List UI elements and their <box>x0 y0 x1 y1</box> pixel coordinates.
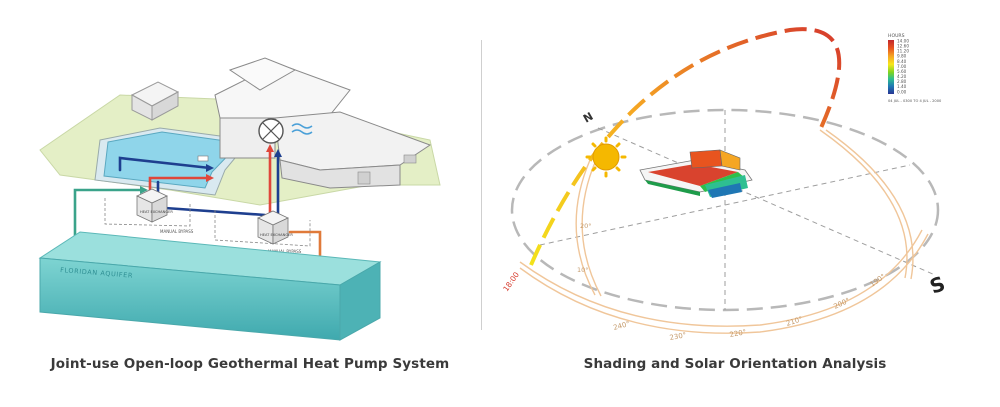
legend-values: 14.0012.6011.209.808.407.005.604.202.801… <box>897 39 909 95</box>
building-heatmap-model <box>639 149 753 198</box>
legend-value: 0.00 <box>897 89 907 94</box>
legend-value: 2.80 <box>897 79 907 84</box>
legend-value: 14.00 <box>897 39 909 44</box>
flow-arrows <box>140 144 282 194</box>
azimuth-orbit <box>519 129 929 334</box>
panel-divider <box>481 40 482 330</box>
heat-exchanger-2-label: HEAT EXCHANGER <box>260 233 293 237</box>
legend-value: 1.40 <box>897 84 907 89</box>
legend-value: 5.60 <box>897 69 907 74</box>
legend-period: 04 JUL - 0300 TO 4 JUL - 2000 <box>888 99 942 103</box>
legend-value: 9.80 <box>897 54 907 59</box>
compass-north: N <box>581 110 595 126</box>
compass-south: S <box>927 271 949 298</box>
legend-title: HOURS <box>888 33 905 39</box>
legend-value: 4.20 <box>897 74 907 79</box>
sun-path-time-label: 18:00 <box>501 270 521 293</box>
left-caption: Joint-use Open-loop Geothermal Heat Pump… <box>50 356 450 372</box>
heat-exchanger-2: HEAT EXCHANGER <box>257 210 293 245</box>
legend-value: 12.60 <box>897 44 909 49</box>
altitude-label-20: 20° <box>580 222 592 230</box>
solar-analysis-diagram: N S 18:00 10° 20° 240° 230° 220° 210° 20… <box>501 27 949 342</box>
sun-path <box>529 27 842 266</box>
house <box>214 57 432 189</box>
bypass-label-1: MANUAL BYPASS <box>160 229 194 234</box>
azimuth-label-240: 240° <box>612 320 630 332</box>
compass-axes <box>539 110 936 310</box>
aquifer: FLORIDAN AQUIFER <box>38 231 382 341</box>
legend-value: 11.20 <box>897 49 909 54</box>
altitude-label-10: 10° <box>577 266 589 274</box>
azimuth-label-230: 230° <box>669 331 687 342</box>
legend-color-bar <box>888 40 894 94</box>
sun-icon <box>585 136 627 178</box>
hours-legend: HOURS 14.0012.6011.209.808.407.005.604.2… <box>888 33 942 103</box>
legend-value: 8.40 <box>897 59 907 64</box>
right-caption: Shading and Solar Orientation Analysis <box>583 356 887 372</box>
small-building <box>130 81 180 121</box>
heat-exchanger-1: HEAT EXCHANGER <box>136 188 173 223</box>
azimuth-label-220: 220° <box>729 328 747 339</box>
bypass-label-2: MANUAL BYPASS <box>268 249 302 254</box>
legend-value: 7.00 <box>897 64 907 69</box>
heat-exchanger-1-label: HEAT EXCHANGER <box>140 210 173 214</box>
bypass-boxes <box>104 198 311 247</box>
geothermal-diagram: HEAT EXCHANGER HEAT EXCHANGER MANUAL BYP… <box>38 57 441 341</box>
